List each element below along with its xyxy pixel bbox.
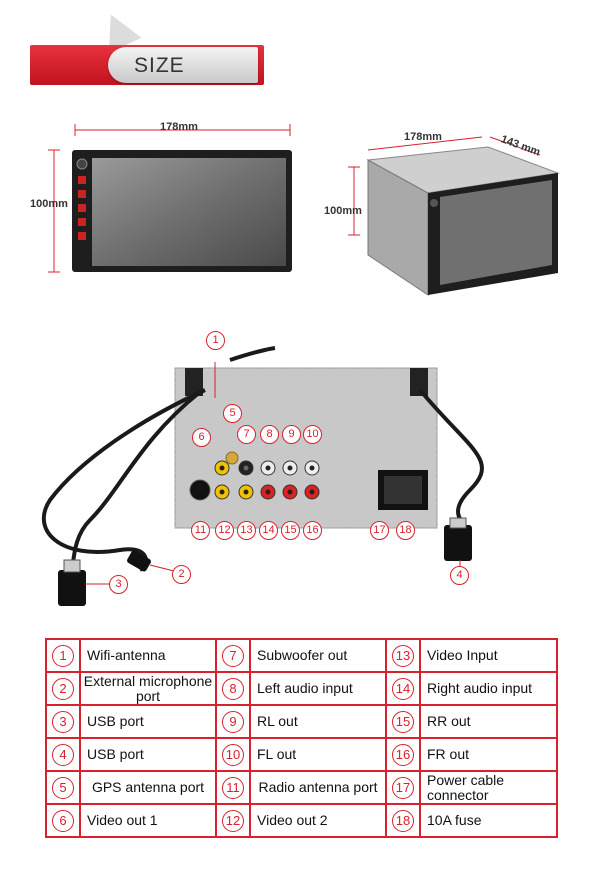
- usb-plug-right: [444, 525, 472, 561]
- legend-label: USB port: [79, 704, 217, 739]
- callout-14: 14: [259, 521, 278, 540]
- legend-label: Wifi-antenna: [79, 638, 217, 673]
- front-view-figure: [48, 124, 292, 273]
- legend-label: Left audio input: [249, 671, 387, 706]
- legend-label: GPS antenna port: [79, 770, 217, 805]
- legend-number: 14: [392, 677, 414, 700]
- callout-7: 7: [237, 425, 256, 444]
- table-row: 4 USB port 10 FL out 16 FR out: [45, 737, 558, 772]
- callout-17: 17: [370, 521, 389, 540]
- table-row: 2 External microphone port 8 Left audio …: [45, 671, 558, 706]
- callout-4: 4: [450, 566, 469, 585]
- side-view-figure: [348, 136, 560, 296]
- legend-label: RL out: [249, 704, 387, 739]
- legend-label: USB port: [79, 737, 217, 772]
- legend-number: 16: [392, 743, 414, 766]
- legend-label: External microphone port: [79, 671, 217, 706]
- callout-1: 1: [206, 331, 225, 350]
- port-legend-table: 1 Wifi-antenna 7 Subwoofer out 13 Video …: [45, 638, 558, 838]
- section-title: SIZE: [134, 54, 185, 77]
- front-width-label: 178mm: [160, 121, 198, 133]
- legend-number: 6: [52, 809, 74, 832]
- callout-8: 8: [260, 425, 279, 444]
- legend-number: 18: [392, 809, 414, 832]
- front-screen: [92, 158, 286, 266]
- banner-grey-tab: [108, 47, 258, 83]
- side-screen: [440, 180, 552, 285]
- legend-label: Radio antenna port: [249, 770, 387, 805]
- callout-16: 16: [303, 521, 322, 540]
- callout-15: 15: [281, 521, 300, 540]
- callout-3: 3: [109, 575, 128, 594]
- callout-2: 2: [172, 565, 191, 584]
- legend-label: Power cable connector: [419, 770, 558, 805]
- legend-number: 7: [222, 644, 244, 667]
- legend-label: Video Input: [419, 638, 558, 673]
- legend-number: 12: [222, 809, 244, 832]
- table-row: 5 GPS antenna port 11 Radio antenna port…: [45, 770, 558, 805]
- legend-label: FR out: [419, 737, 558, 772]
- size-banner: SIZE: [30, 6, 264, 85]
- legend-label: 10A fuse: [419, 803, 558, 838]
- legend-label: RR out: [419, 704, 558, 739]
- legend-number: 4: [52, 743, 74, 766]
- usb-plug-left: [58, 570, 86, 606]
- mic-plug: [127, 550, 151, 572]
- callout-12: 12: [215, 521, 234, 540]
- legend-number: 15: [392, 710, 414, 733]
- table-row: 1 Wifi-antenna 7 Subwoofer out 13 Video …: [45, 638, 558, 673]
- rear-panel-figure: [42, 346, 484, 606]
- callout-9: 9: [282, 425, 301, 444]
- volume-knob: [76, 158, 88, 170]
- legend-number: 11: [222, 776, 244, 799]
- front-height-label: 100mm: [30, 198, 68, 210]
- legend-number: 5: [52, 776, 74, 799]
- legend-label: Video out 2: [249, 803, 387, 838]
- legend-number: 10: [222, 743, 244, 766]
- legend-number: 3: [52, 710, 74, 733]
- legend-label: Right audio input: [419, 671, 558, 706]
- legend-number: 2: [52, 677, 74, 700]
- side-width-label: 178mm: [404, 131, 442, 143]
- callout-11: 11: [191, 521, 210, 540]
- legend-number: 17: [392, 776, 414, 799]
- legend-label: Subwoofer out: [249, 638, 387, 673]
- legend-label: FL out: [249, 737, 387, 772]
- callout-5: 5: [223, 404, 242, 423]
- legend-number: 1: [52, 644, 74, 667]
- callout-10: 10: [303, 425, 322, 444]
- callout-6: 6: [192, 428, 211, 447]
- side-height-label: 100mm: [324, 205, 362, 217]
- callout-13: 13: [237, 521, 256, 540]
- legend-number: 13: [392, 644, 414, 667]
- legend-number: 9: [222, 710, 244, 733]
- legend-number: 8: [222, 677, 244, 700]
- callout-18: 18: [396, 521, 415, 540]
- table-row: 6 Video out 1 12 Video out 2 18 10A fuse: [45, 803, 558, 838]
- legend-label: Video out 1: [79, 803, 217, 838]
- table-row: 3 USB port 9 RL out 15 RR out: [45, 704, 558, 739]
